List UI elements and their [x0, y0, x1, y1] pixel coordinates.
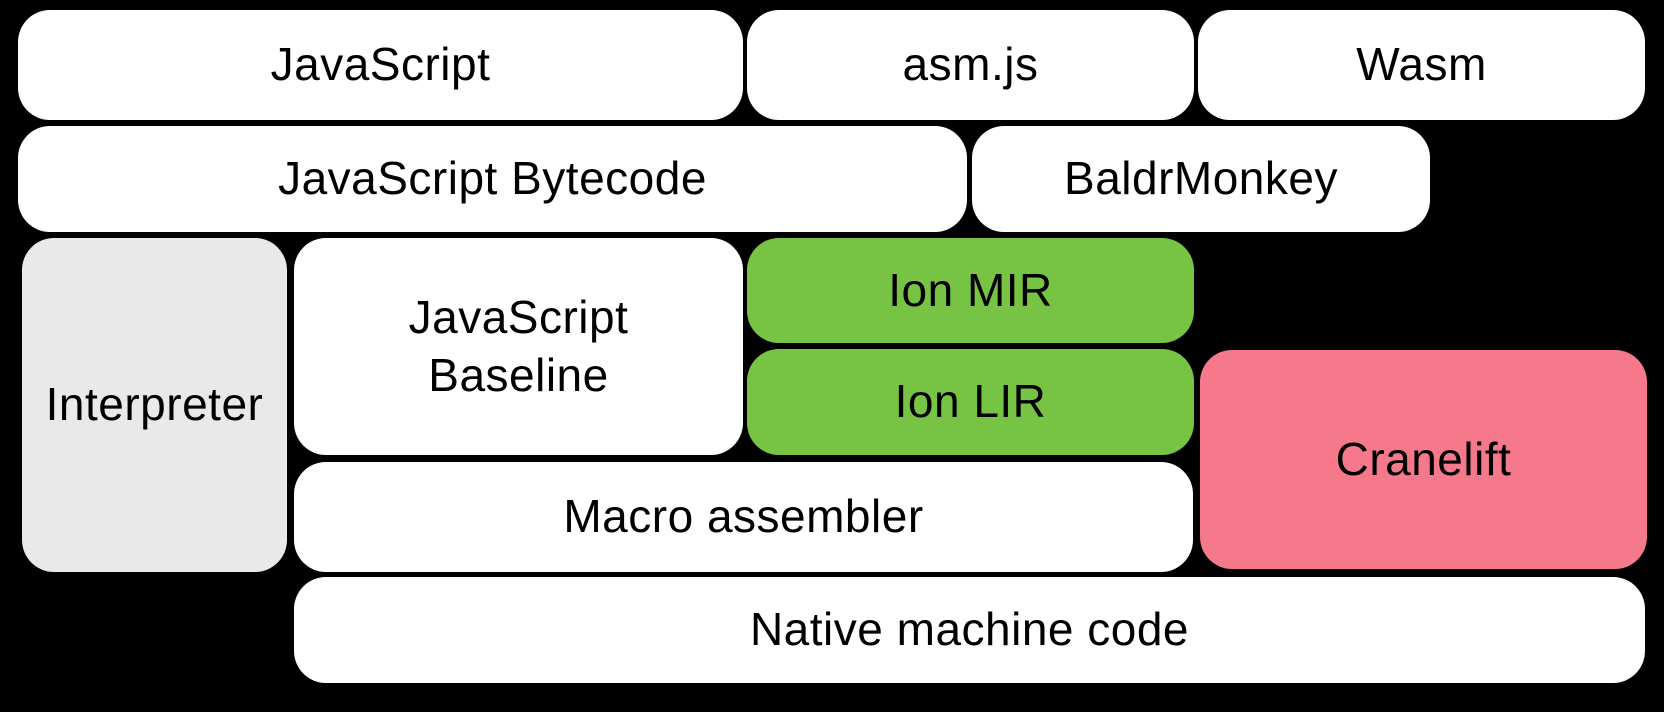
- box-wasm-label: Wasm: [1356, 38, 1487, 91]
- box-ion-mir-label: Ion MIR: [888, 263, 1053, 316]
- box-interpreter: Interpreter: [22, 238, 287, 572]
- box-ion-lir-label: Ion LIR: [894, 375, 1047, 428]
- box-macro-assembler-label: Macro assembler: [563, 490, 924, 543]
- box-javascript-baseline: JavaScript Baseline: [294, 238, 743, 455]
- box-ion-lir: Ion LIR: [747, 349, 1194, 455]
- box-interpreter-label: Interpreter: [45, 378, 264, 431]
- box-baldrmonkey: BaldrMonkey: [972, 126, 1430, 232]
- box-javascript-label: JavaScript: [270, 38, 491, 91]
- box-native-machine-code: Native machine code: [294, 577, 1645, 683]
- box-native-machine-code-label: Native machine code: [749, 603, 1190, 656]
- box-macro-assembler: Macro assembler: [294, 462, 1193, 572]
- box-cranelift-label: Cranelift: [1335, 432, 1512, 485]
- box-cranelift: Cranelift: [1200, 350, 1647, 569]
- box-javascript: JavaScript: [18, 10, 743, 120]
- box-asmjs: asm.js: [747, 10, 1194, 120]
- box-ion-mir: Ion MIR: [747, 238, 1194, 343]
- box-baldrmonkey-label: BaldrMonkey: [1064, 152, 1338, 205]
- box-wasm: Wasm: [1198, 10, 1645, 120]
- box-asmjs-label: asm.js: [902, 38, 1039, 91]
- box-javascript-baseline-label: JavaScript Baseline: [408, 290, 629, 401]
- box-javascript-bytecode: JavaScript Bytecode: [18, 126, 967, 232]
- box-javascript-bytecode-label: JavaScript Bytecode: [278, 152, 707, 205]
